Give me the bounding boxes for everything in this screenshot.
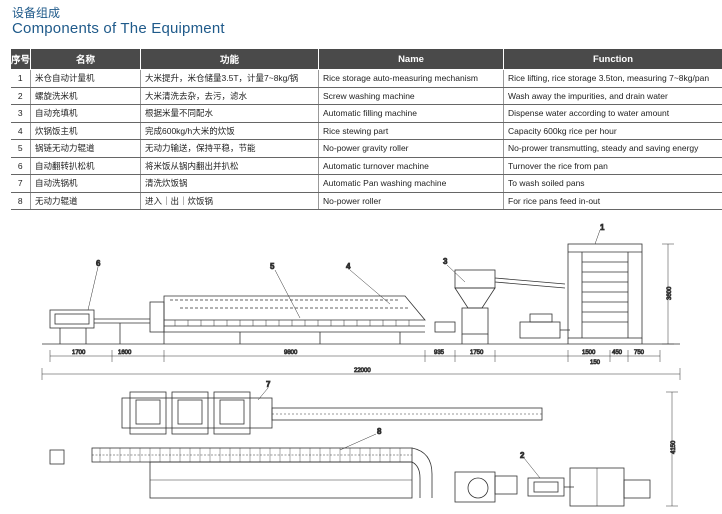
table-row: 5 锅链无动力辊道 无动力输送，保持平稳，节能 No-power gravity…: [10, 139, 722, 158]
cell-name-en: Rice storage auto-measuring mechanism: [318, 69, 504, 88]
cell-name-cn: 炊锅饭主机: [30, 122, 141, 140]
cell-name-en: No-power gravity roller: [318, 139, 504, 158]
dim-9800: 9800: [284, 350, 298, 356]
dim-450: 450: [612, 350, 623, 356]
dim-22000: 22000: [354, 368, 371, 374]
cell-no: 4: [10, 122, 31, 140]
filling-machine-elevation: [434, 269, 566, 344]
cell-function-en: Dispense water according to water amount: [503, 104, 722, 123]
cell-name-cn: 自动充填机: [30, 104, 141, 123]
cell-no: 6: [10, 157, 31, 175]
cell-no: 7: [10, 174, 31, 193]
callout-5-label: 5: [270, 262, 275, 271]
cell-function-cn: 进入｜出｜炊饭锅: [140, 192, 319, 210]
cell-function-en: No-prower transmutting, steady and savin…: [503, 139, 722, 158]
equipment-layout-drawing: 6 5 4 3 1 1700 1600 9800 935 1750 1500 4…: [41, 223, 681, 507]
table-row: 7 自动洗锅机 清洗炊饭锅 Automatic Pan washing mach…: [10, 174, 722, 193]
dim-3600: 3600: [667, 286, 673, 300]
cell-name-en: Automatic filling machine: [318, 104, 504, 123]
lower-roller-chain: [91, 447, 433, 499]
dim-935: 935: [434, 350, 445, 356]
col-header-name-en: Name: [318, 48, 504, 70]
callout-7-label: 7: [266, 380, 271, 389]
callout-3-label: 3: [443, 257, 448, 266]
cell-function-en: For rice pans feed in-out: [503, 192, 722, 210]
page-title-cn: 设备组成: [12, 6, 61, 20]
dim-750: 750: [634, 350, 645, 356]
page-title-en: Components of The Equipment: [12, 20, 225, 37]
cell-no: 8: [10, 192, 31, 210]
col-header-function-cn: 功能: [140, 48, 319, 70]
cell-function-cn: 完成600kg/h大米的炊饭: [140, 122, 319, 140]
cell-function-cn: 大米提升，米仓储量3.5T，计量7~8kg/锅: [140, 69, 319, 88]
cell-function-en: To wash soiled pans: [503, 174, 722, 193]
cell-function-en: Turnover the rice from pan: [503, 157, 722, 175]
cell-name-en: Rice stewing part: [318, 122, 504, 140]
cell-name-cn: 螺旋洗米机: [30, 87, 141, 105]
roller-chain-links: [99, 448, 401, 462]
cell-no: 2: [10, 87, 31, 105]
table-row: 8 无动力辊道 进入｜出｜炊饭锅 No-power roller For ric…: [10, 192, 722, 210]
cell-name-en: Automatic turnover machine: [318, 157, 504, 175]
plan-filling-area: [454, 471, 518, 503]
table-row: 3 自动充填机 根据米量不同配水 Automatic filling machi…: [10, 104, 722, 123]
cell-function-en: Wash away the impurities, and drain wate…: [503, 87, 722, 105]
cell-function-en: Rice lifting, rice storage 3.5ton, measu…: [503, 69, 722, 88]
cell-function-cn: 无动力输送，保持平稳，节能: [140, 139, 319, 158]
plan-left-unit: [49, 449, 65, 465]
cell-function-cn: 大米清洗去杂，去污，滤水: [140, 87, 319, 105]
cell-name-en: Screw washing machine: [318, 87, 504, 105]
table-row: 2 螺旋洗米机 大米清洗去杂，去污，滤水 Screw washing machi…: [10, 87, 722, 105]
cell-no: 5: [10, 139, 31, 158]
cell-name-cn: 无动力辊道: [30, 192, 141, 210]
callout-2-label: 2: [520, 451, 525, 460]
cell-name-cn: 自动洗锅机: [30, 174, 141, 193]
rice-storage-elevation: [567, 243, 643, 344]
callout-4-label: 4: [346, 262, 351, 271]
cell-name-cn: 米仓自动计量机: [30, 69, 141, 88]
dim-1700: 1700: [72, 350, 86, 356]
cell-no: 3: [10, 104, 31, 123]
components-table: 序号 名称 功能 Name Function 1 米仓自动计量机 大米提升，米仓…: [10, 48, 722, 210]
table-header-row: 序号 名称 功能 Name Function: [10, 48, 722, 70]
page-header: 设备组成 Components of The Equipment: [12, 6, 225, 38]
table-row: 4 炊锅饭主机 完成600kg/h大米的炊饭 Rice stewing part…: [10, 122, 722, 140]
cell-function-en: Capacity 600kg rice per hour: [503, 122, 722, 140]
callout-6-label: 6: [96, 259, 101, 268]
dim-1600: 1600: [118, 350, 132, 356]
cell-function-cn: 根据米量不同配水: [140, 104, 319, 123]
col-header-function-en: Function: [503, 48, 722, 70]
dim-1500: 1500: [582, 350, 596, 356]
plan-dimensions: [666, 391, 678, 507]
table-row: 1 米仓自动计量机 大米提升，米仓储量3.5T，计量7~8kg/锅 Rice s…: [10, 69, 722, 88]
turnover-machine-elevation: [49, 309, 150, 344]
cell-name-cn: 锅链无动力辊道: [30, 139, 141, 158]
elevation-dimensions: [41, 243, 681, 380]
cell-no: 1: [10, 69, 31, 88]
cell-name-en: No-power roller: [318, 192, 504, 210]
cell-name-en: Automatic Pan washing machine: [318, 174, 504, 193]
dim-150: 150: [590, 360, 601, 366]
upper-roller-track: [271, 407, 543, 421]
cell-function-cn: 将米饭从锅内翻出并扒松: [140, 157, 319, 175]
cell-name-cn: 自动翻转扒松机: [30, 157, 141, 175]
dim-1750: 1750: [470, 350, 484, 356]
stewing-burners: [174, 320, 410, 326]
screw-washing-plan: [527, 477, 574, 497]
rice-storage-plan: [569, 467, 651, 507]
callout-1-label: 1: [600, 223, 605, 232]
col-header-no: 序号: [10, 48, 31, 70]
washing-machine-elevation: [519, 313, 570, 339]
dim-4150: 4150: [671, 440, 677, 454]
pan-washing-plan: [121, 391, 273, 435]
stewing-line-elevation: [149, 295, 426, 344]
col-header-name-cn: 名称: [30, 48, 141, 70]
callout-8-label: 8: [377, 427, 382, 436]
table-row: 6 自动翻转扒松机 将米饭从锅内翻出并扒松 Automatic turnover…: [10, 157, 722, 175]
cell-function-cn: 清洗炊饭锅: [140, 174, 319, 193]
